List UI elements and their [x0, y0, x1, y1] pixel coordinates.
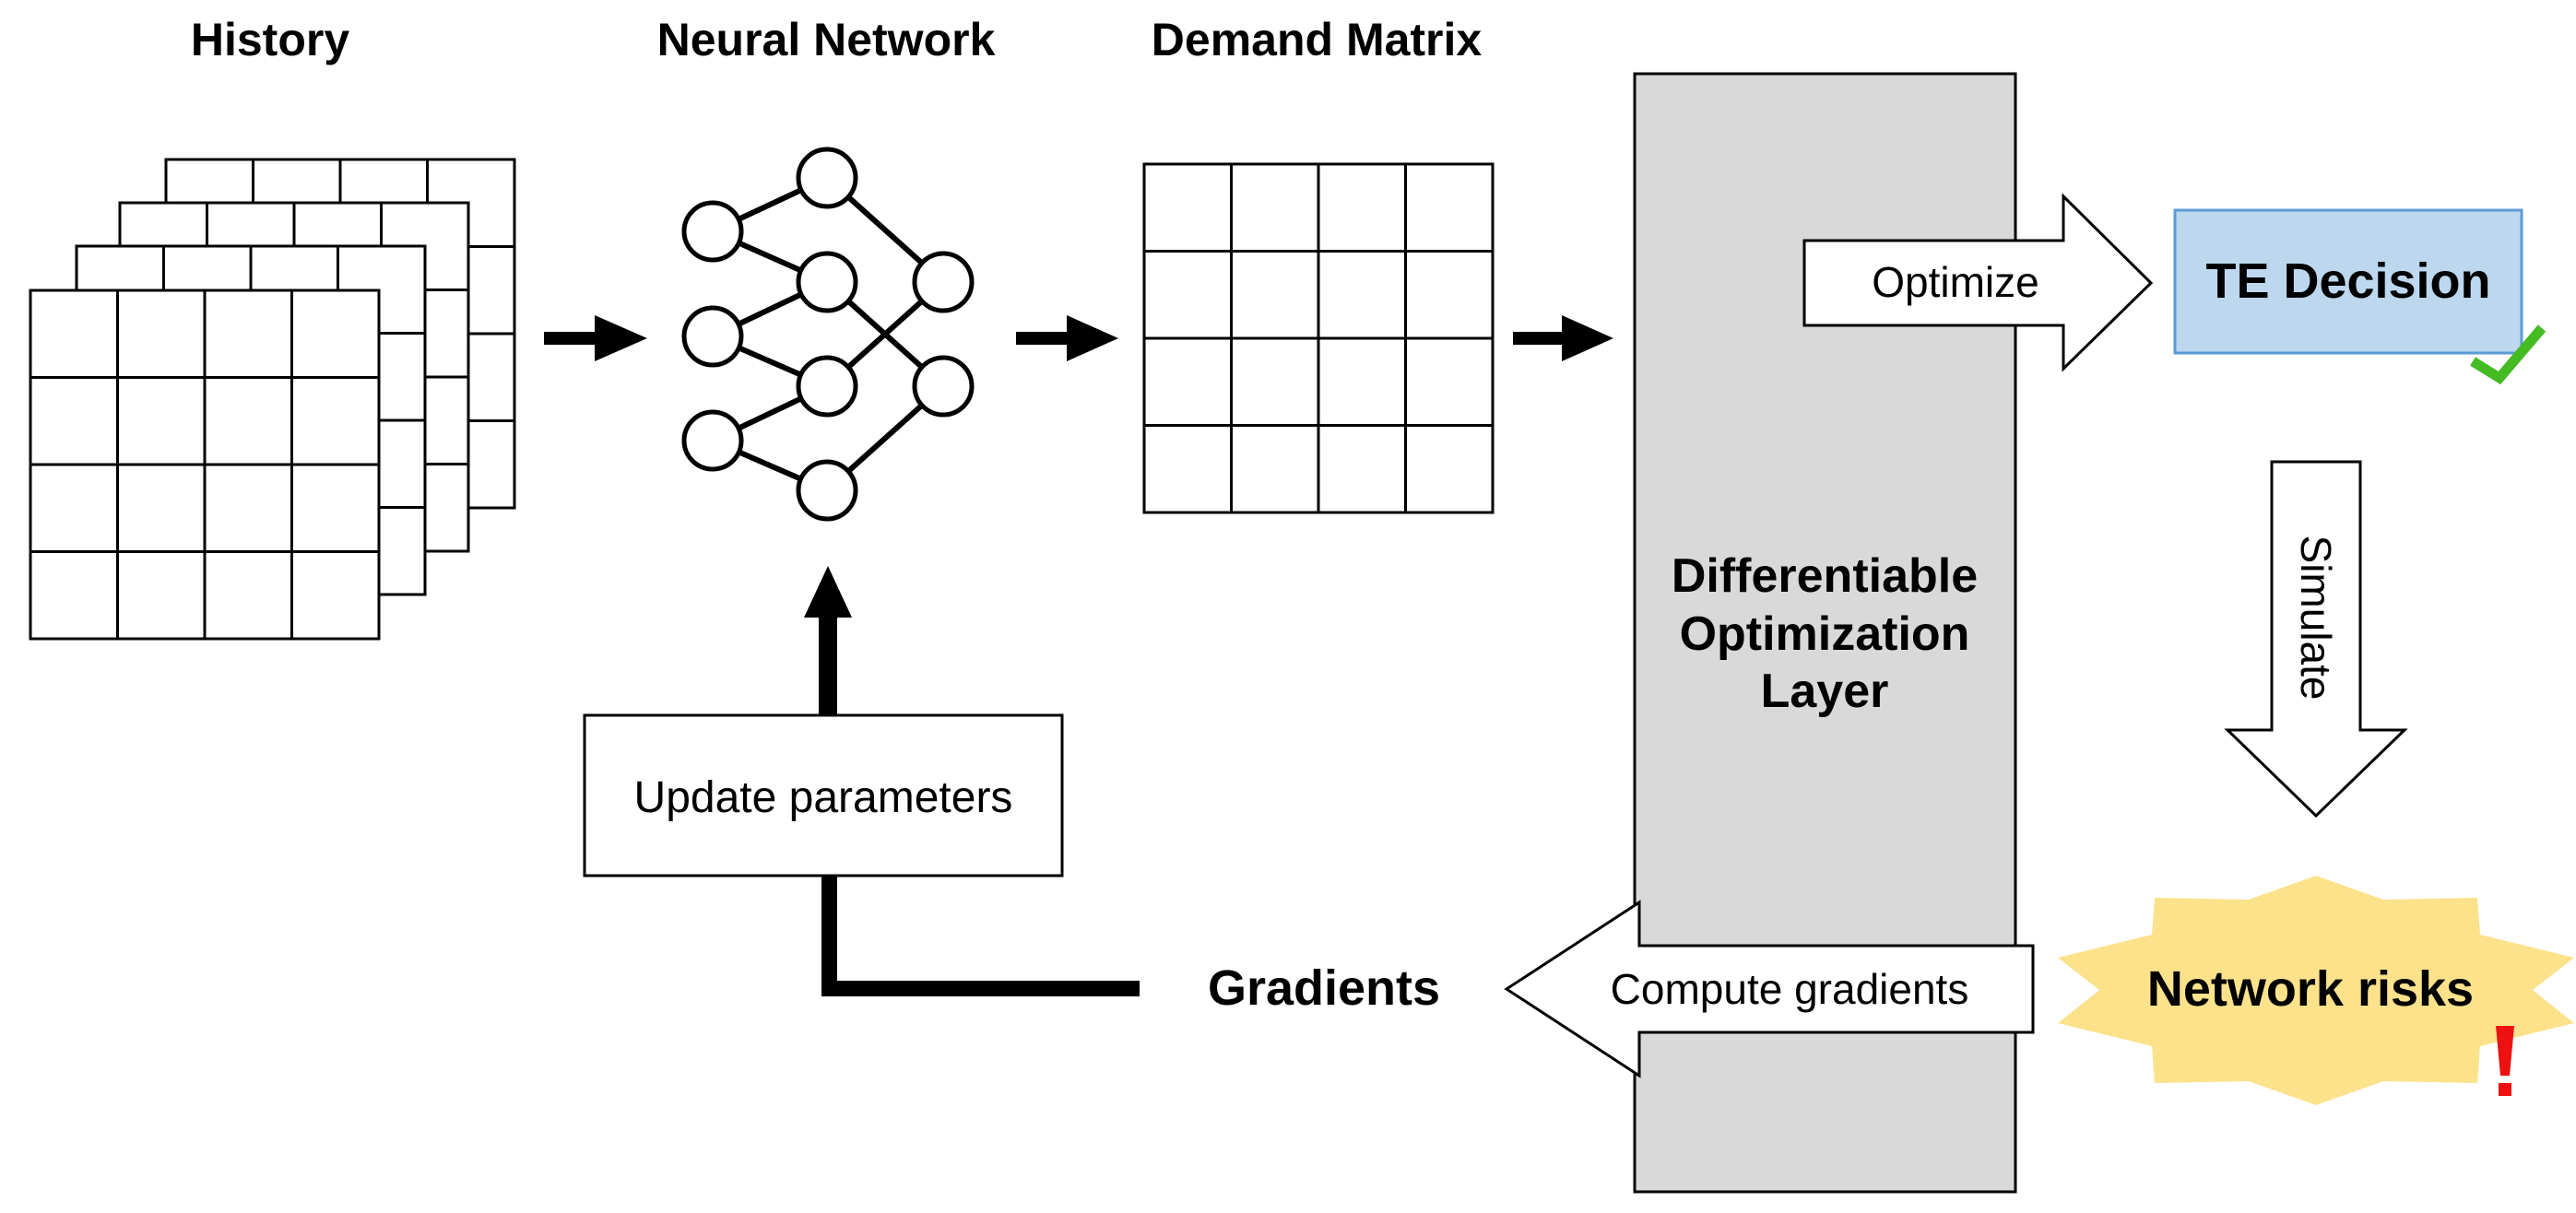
- simulate-label: Simulate: [2292, 536, 2340, 701]
- history-matrix-stack: [29, 158, 516, 641]
- neural-network-icon: [681, 147, 975, 522]
- nn-hidden-node: [796, 355, 858, 418]
- flow-arrow-nn-to-demand: [1016, 315, 1118, 361]
- optimize-label: Optimize: [1872, 258, 2038, 306]
- network-risks-burst: Network risks: [2058, 876, 2574, 1105]
- layer-label-line3: Layer: [1761, 665, 1889, 718]
- compute-gradients-arrow: Compute gradients: [1504, 900, 2035, 1078]
- optimize-arrow: Optimize: [1802, 193, 2154, 372]
- check-icon: [2470, 324, 2546, 385]
- gradients-label: Gradients: [1208, 960, 1440, 1016]
- nn-input-node: [681, 409, 744, 472]
- te-decision-box: TE Decision: [2173, 208, 2546, 385]
- update-parameters-box: Update parameters: [583, 713, 1064, 877]
- update-parameters-label: Update parameters: [634, 773, 1013, 822]
- history-title: History: [191, 14, 349, 65]
- layer-label-line1: Differentiable: [1672, 549, 1978, 603]
- update-to-nn-arrow: [804, 566, 852, 715]
- demand-matrix-title: Demand Matrix: [1152, 14, 1483, 65]
- compute-gradients-label: Compute gradients: [1611, 965, 1969, 1013]
- nn-input-node: [681, 200, 744, 263]
- network-risks-label: Network risks: [2147, 961, 2474, 1017]
- nn-input-node: [681, 305, 744, 368]
- nn-output-node: [912, 251, 975, 313]
- layer-label-line2: Optimization: [1680, 607, 1970, 661]
- te-decision-label: TE Decision: [2205, 253, 2490, 309]
- nn-hidden-node: [796, 459, 858, 522]
- exclamation-icon: [2496, 1026, 2514, 1096]
- simulate-arrow: Simulate: [2224, 460, 2408, 818]
- flow-arrow-demand-to-layer: [1513, 315, 1613, 361]
- demand-matrix-grid: [1142, 162, 1495, 514]
- feedback-path: [821, 876, 1140, 996]
- nn-hidden-node: [796, 251, 858, 313]
- nn-hidden-node: [796, 147, 858, 209]
- nn-edges: [711, 175, 946, 493]
- neural-network-title: Neural Network: [657, 14, 996, 65]
- flow-arrow-history-to-nn: [544, 315, 647, 361]
- nn-output-node: [912, 355, 975, 418]
- history-matrix-front: [29, 289, 381, 641]
